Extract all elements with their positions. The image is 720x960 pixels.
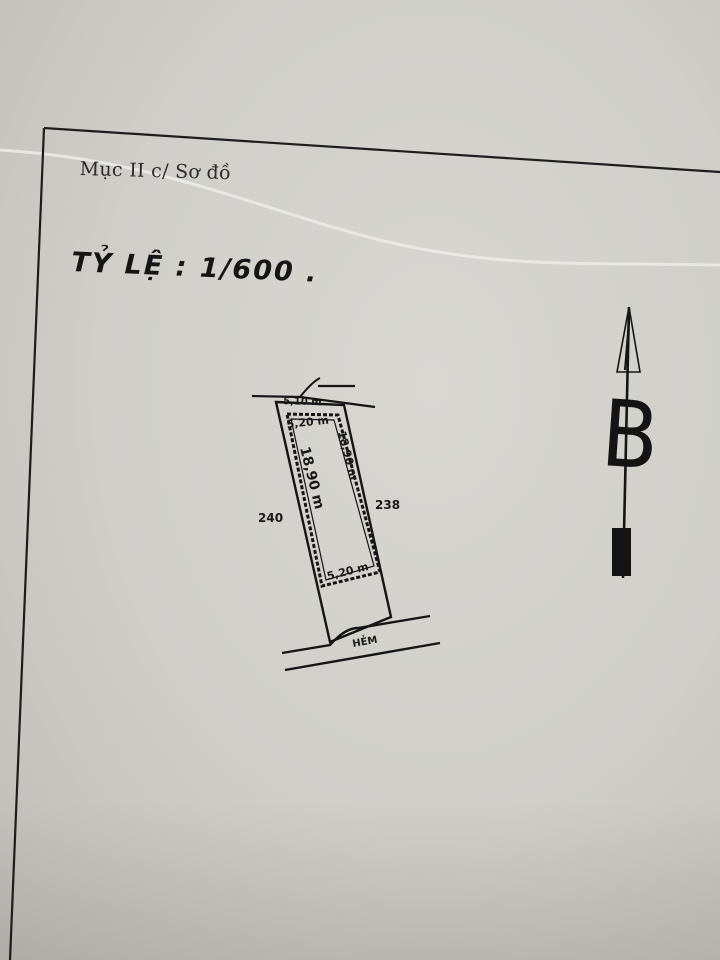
parcel-outline <box>274 400 393 644</box>
north-arrow-head <box>616 306 641 373</box>
north-arrow-tail-block <box>612 528 631 576</box>
alley-line-lower <box>284 641 441 672</box>
paper-crease <box>0 148 720 267</box>
paper-shadow <box>0 800 720 960</box>
frame-left-line <box>8 127 46 960</box>
alley-line-upper <box>281 614 431 655</box>
plot-length-label: 18,90 m <box>296 445 327 511</box>
back-width-label: 5,10 m <box>283 396 322 408</box>
north-arrow-head-center <box>624 319 630 371</box>
left-parcel-number: 240 <box>258 511 283 525</box>
front-top-width-label: 5,20 m <box>286 414 330 431</box>
top-boundary-curve <box>299 377 321 398</box>
right-parcel-number: 238 <box>375 498 400 512</box>
building-footprint <box>285 412 382 588</box>
north-arrow-letter: B <box>598 380 663 491</box>
top-boundary-line <box>251 384 376 409</box>
alley-label: HẺM <box>351 632 378 650</box>
building-inner-outline <box>290 418 375 581</box>
frame-top-line <box>43 126 720 174</box>
section-heading: Mục II c/ Sơ đồ <box>79 158 232 185</box>
